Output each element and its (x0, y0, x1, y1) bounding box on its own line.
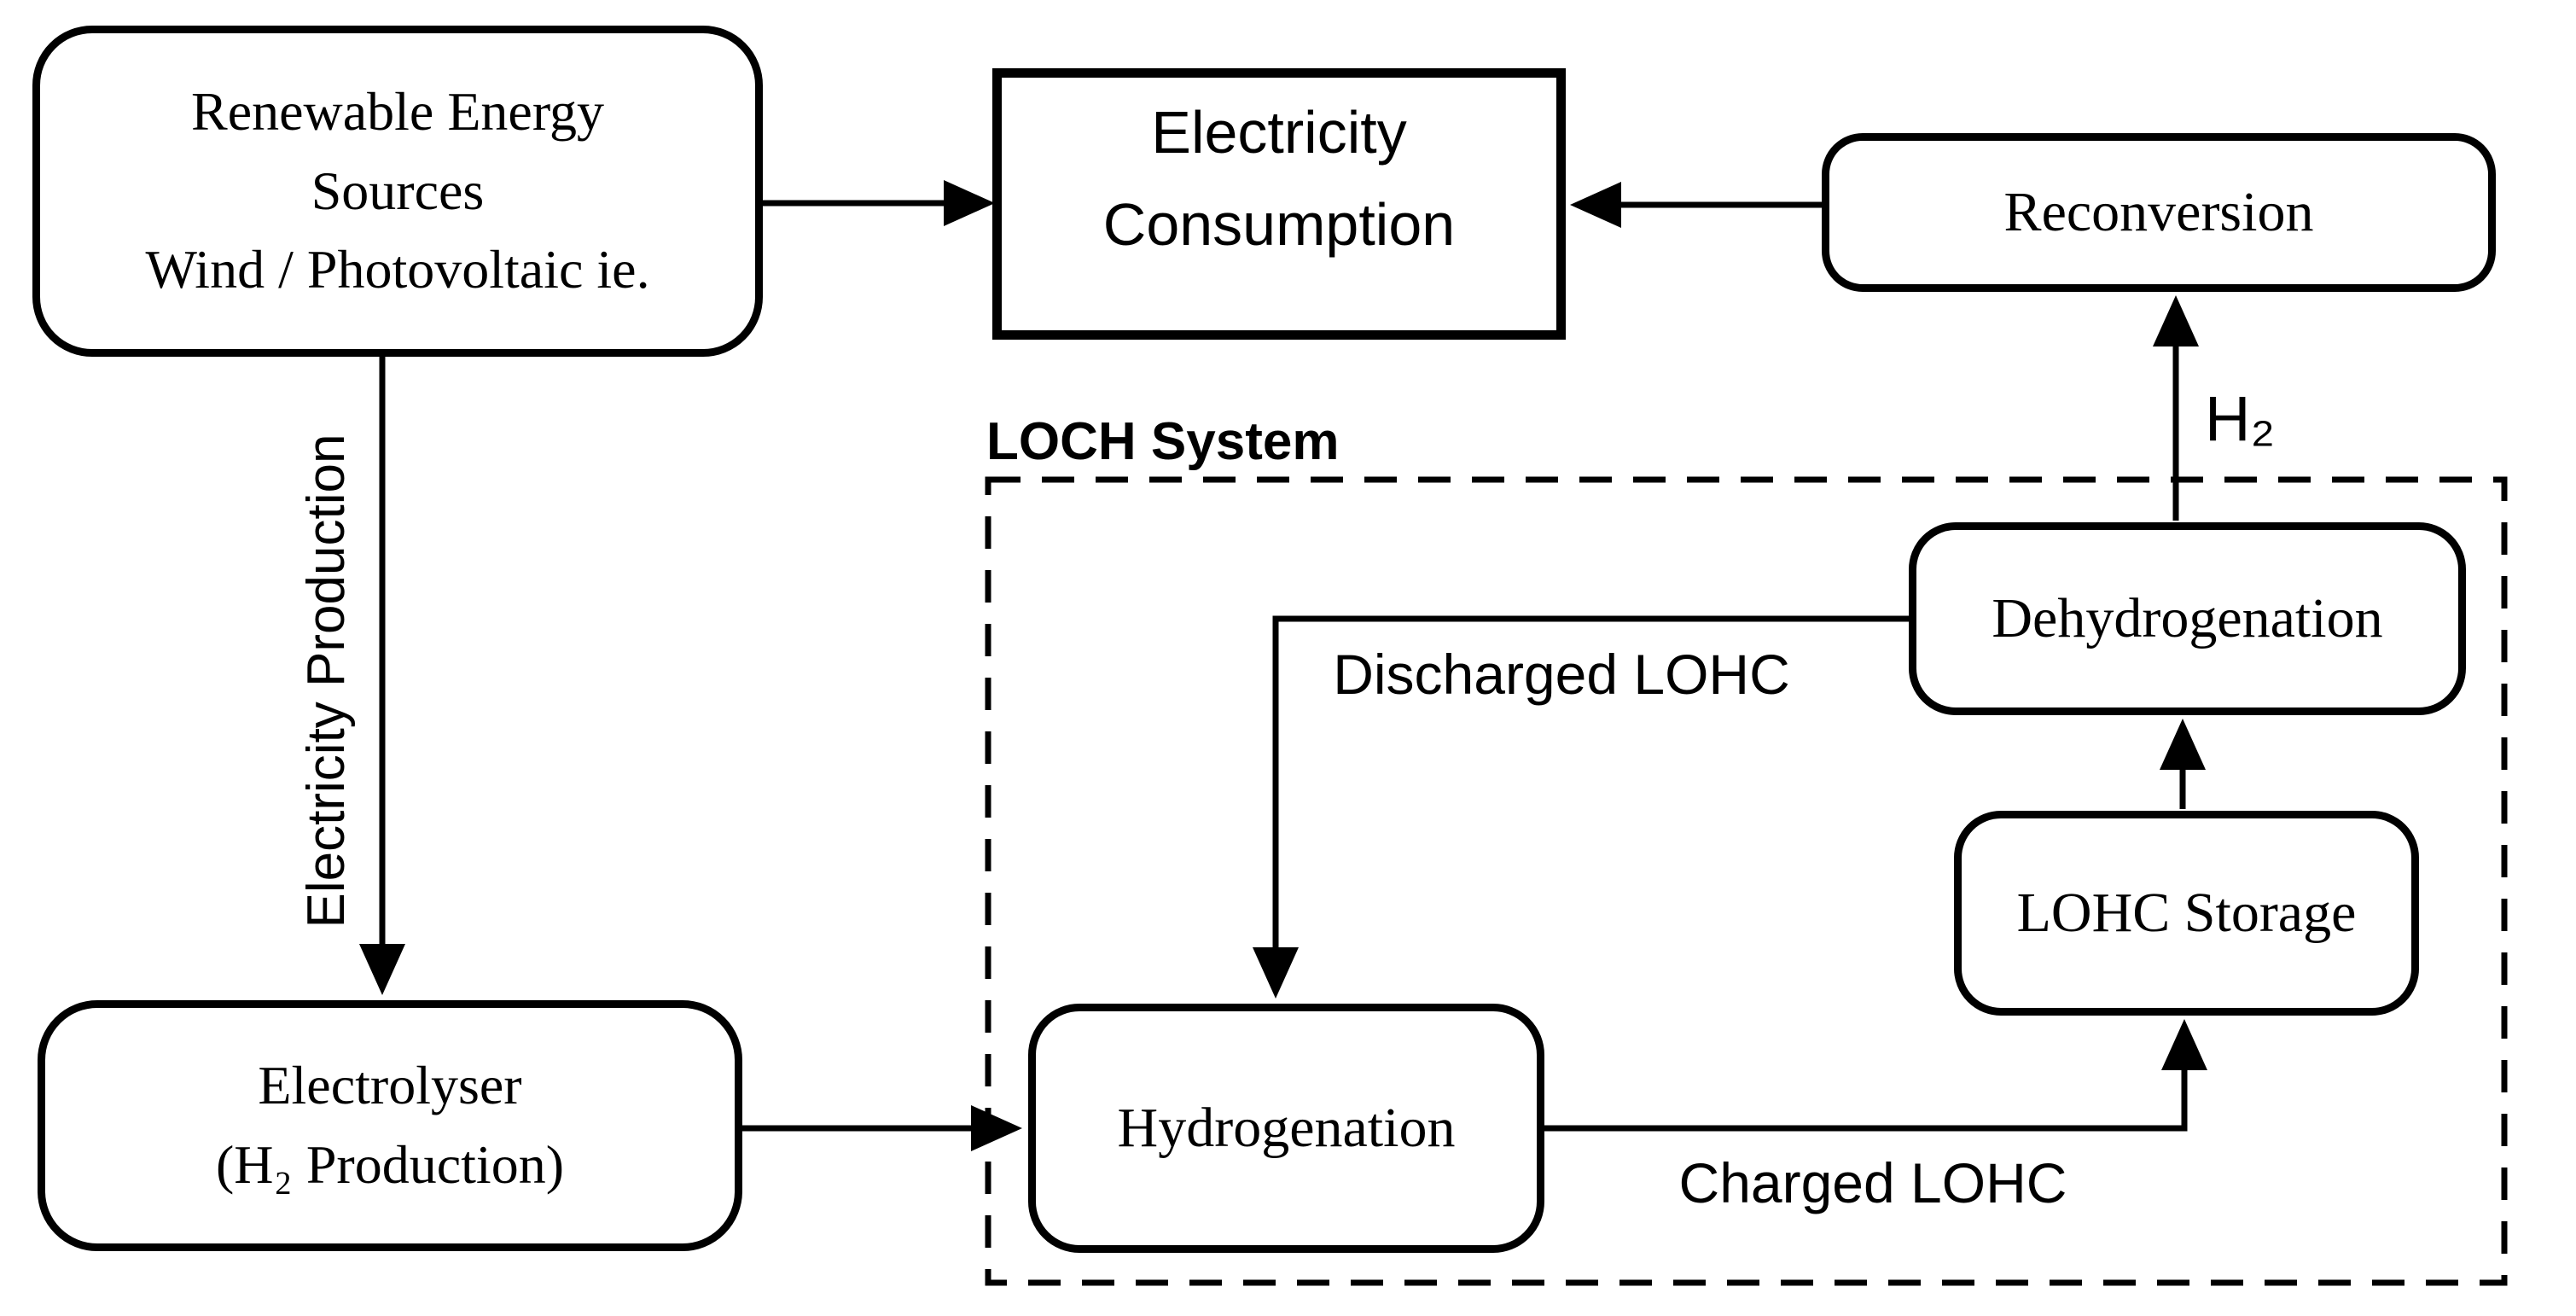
loch-system-group-label: LOCH System (986, 412, 1340, 471)
node-electrolyser: Electrolyser (H₂ Production) (38, 1000, 742, 1251)
arrowhead-right-icon (944, 180, 995, 226)
arrowhead-down-icon (1253, 947, 1299, 999)
arrowhead-up-icon (2160, 719, 2206, 770)
arrowhead-up-icon (2161, 1019, 2207, 1070)
arrowhead-right-icon (971, 1105, 1022, 1151)
edge-label-charged-lohc: Charged LOHC (1678, 1151, 2067, 1214)
arrow-dehydrogenation-to-hydrogenation-line (1272, 615, 1910, 949)
node-electricity-consumption: Electricity Consumption (992, 68, 1566, 340)
arrowhead-up-icon (2153, 295, 2199, 346)
edge-label-discharged-lohc: Discharged LOHC (1333, 643, 1790, 706)
arrow-hydrogenation-to-storage-line (1543, 1069, 2188, 1132)
loch-system-dashed-border (985, 476, 2508, 1286)
node-reconversion: Reconversion (1822, 133, 2496, 292)
node-lohc-storage: LOHC Storage (1954, 811, 2419, 1016)
arrowhead-down-icon (359, 944, 405, 995)
node-hydrogenation: Hydrogenation (1028, 1004, 1544, 1253)
arrowhead-left-icon (1570, 182, 1621, 228)
node-renewable-energy-sources: Renewable Energy Sources Wind / Photovol… (32, 26, 763, 357)
edge-label-h2: H₂ (2205, 383, 2276, 454)
edge-label-electricity-production: Electricity Production (297, 434, 356, 929)
node-dehydrogenation: Dehydrogenation (1909, 522, 2466, 715)
